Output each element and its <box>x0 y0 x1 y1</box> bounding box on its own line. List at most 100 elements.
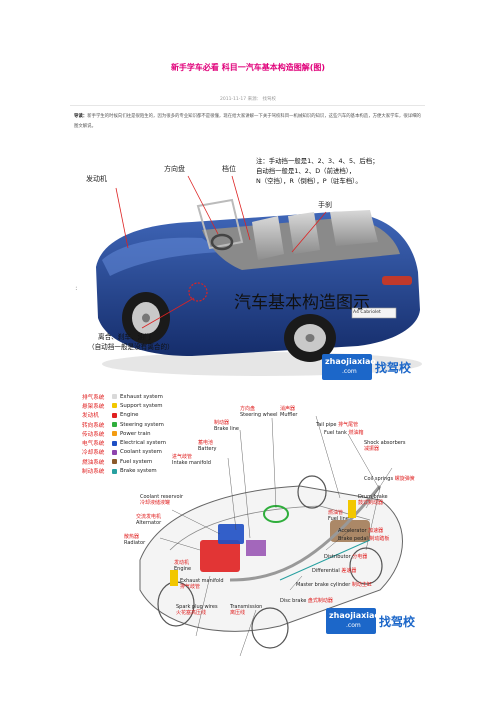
callout-en: Fuel tank <box>324 430 347 436</box>
callout-cn: 发动机 <box>174 560 190 566</box>
callout-cn: 进气歧管 <box>172 454 193 460</box>
legend-item: 转向系统 Steering system <box>82 420 166 429</box>
callout-en: Distributor <box>324 554 351 560</box>
legend-cn-label: 悬架系统 <box>82 403 105 410</box>
callout-cn: 螺旋弹簧 <box>394 476 415 482</box>
callout-disc-brake: Disc brake 盘式制动器 <box>280 598 333 604</box>
callout-spark-plug-wires: Spark plug wires 火花塞高压线 <box>176 604 218 616</box>
callout-en: Muffler <box>280 412 298 418</box>
callout-en: Radiator <box>124 540 146 546</box>
watermark-cn: 找驾校 <box>379 615 416 629</box>
callout-en: Accelerator <box>338 528 367 534</box>
callout-accelerator: Accelerator 加速器 <box>338 528 383 534</box>
callout-cn: 制动器 <box>214 420 230 426</box>
callout-cn: 散热器 <box>124 534 140 540</box>
callout-cn: 减振器 <box>364 446 380 452</box>
callout-cn: 方向盘 <box>240 406 256 412</box>
callout-en: Coolant reservoir <box>140 494 184 500</box>
legend-en-label: Electrical system <box>120 440 166 447</box>
gear-note-line: 自动挡一般是1、2、D（前进档）， <box>256 167 356 175</box>
callout-en: Steering wheel <box>240 412 278 418</box>
car-structure-photo: 发动机 方向盘 档位 手刹 注：手动挡一般是1、2、3、4、5、后档； 自动挡一… <box>82 142 427 382</box>
callout-cn: 蓄电池 <box>198 440 214 446</box>
callout-intake-manifold: 进气歧管 Intake manifold <box>172 454 211 466</box>
callout-coil-springs: Coil springs 螺旋弹簧 <box>364 476 415 482</box>
callout-cn: 火花塞高压线 <box>176 610 207 616</box>
legend-en-label: Brake system <box>120 468 157 475</box>
legend-en-label: Steering system <box>120 421 164 428</box>
callout-en: Alternator <box>136 520 162 526</box>
callout-cn: 制动踏板 <box>369 536 390 542</box>
callout-fuel-line: 燃油管 Fuel line <box>328 510 349 522</box>
gear-note-line: 注：手动挡一般是1、2、3、4、5、后档； <box>256 157 379 165</box>
car-chassis-illustration <box>139 415 403 657</box>
legend-color-swatch <box>112 403 117 409</box>
intro-label: 导读： <box>74 114 88 119</box>
callout-cn: 加速器 <box>368 528 384 534</box>
callout-fuel-tank: Fuel tank 燃油箱 <box>324 430 364 436</box>
pedal-note-line: （自动挡一般是没有离合的） <box>88 343 174 351</box>
legend-color-swatch <box>112 459 117 465</box>
callout-tail-pipe: Tail pipe 排气尾管 <box>316 422 358 428</box>
callout-radiator: 散热器 Radiator <box>124 534 145 546</box>
callout-cn: 交流发电机 <box>136 514 162 520</box>
callout-muffler: 消声器 Muffler <box>280 406 297 418</box>
article-intro: 导读：新手学生的时候向们往是很陌生的，因为很多的专业知识都不是很懂，现在给大家讲… <box>74 112 424 132</box>
callout-alternator: 交流发电机 Alternator <box>136 514 161 526</box>
legend-color-swatch <box>112 431 117 437</box>
watermark-cn: 找驾校 <box>375 361 412 375</box>
watermark-name: zhaojiaxiao <box>325 357 376 366</box>
figure1-caption: 汽车基本构造图示 <box>234 293 370 313</box>
callout-cn: 消声器 <box>280 406 296 412</box>
legend-cn-label: 冷却系统 <box>82 450 105 457</box>
license-plate: A4 Cabriolet <box>353 310 381 315</box>
callout-cn: 鼓式制动器 <box>358 500 384 506</box>
legend-cn-label: 转向系统 <box>82 422 105 429</box>
callout-drum-brake: Drum brake 鼓式制动器 <box>358 494 388 506</box>
legend-color-swatch <box>112 422 117 428</box>
legend-cn-label: 发动机 <box>82 413 99 420</box>
label-gear: 档位 <box>222 165 236 173</box>
callout-en: Intake manifold <box>172 460 211 466</box>
gear-note-line: N（空挡），R（倒档），P（驻车档）。 <box>256 177 362 185</box>
legend-cn-label: 电气系统 <box>82 441 105 448</box>
legend-item: 电气系统 Electrical system <box>82 438 166 447</box>
label-handbrake: 手刹 <box>318 201 332 209</box>
article-meta: 2011-11-17 来源： 找驾校 <box>219 97 276 102</box>
divider <box>70 105 425 106</box>
callout-en: Engine <box>174 566 192 572</box>
callout-en: Coil springs <box>364 476 394 482</box>
legend-color-swatch <box>112 468 117 474</box>
callout-en: Shock absorbers <box>364 440 406 446</box>
legend-cn-label: 排气系统 <box>82 394 105 401</box>
callout-en: Fuel line <box>328 516 349 522</box>
callout-en: Transmission <box>230 604 263 610</box>
callout-cn: 排气歧管 <box>180 584 201 590</box>
callout-transmission: Transmission 离压线 <box>230 604 262 616</box>
pedal-note-line: 离合、刹车、油门 <box>98 333 151 341</box>
callout-en: Master brake cylinder <box>296 582 351 588</box>
legend-color-swatch <box>112 449 117 455</box>
callout-engine: 发动机 Engine <box>174 560 191 572</box>
callout-en: Disc brake <box>280 598 307 604</box>
callout-cn: 制动主缸 <box>351 582 372 588</box>
callout-cn: 冷却液储液罐 <box>140 500 171 506</box>
legend-color-swatch <box>112 412 117 418</box>
legend-color-swatch <box>112 440 117 446</box>
callout-en: Exhaust manifold <box>180 578 224 584</box>
watermark-box <box>322 354 372 380</box>
legend-cn-label: 传动系统 <box>82 431 105 438</box>
callout-cn: 燃油箱 <box>348 430 364 436</box>
legend-color-swatch <box>112 394 117 400</box>
watermark-box <box>326 608 376 634</box>
callout-brake-pedal: Brake pedal 制动踏板 <box>338 536 389 542</box>
callout-en: Brake pedal <box>338 536 368 542</box>
callout-en: Drum brake <box>358 494 388 500</box>
side-marker: ： <box>75 286 81 292</box>
callout-brake-line: 制动器 Brake line <box>214 420 239 432</box>
